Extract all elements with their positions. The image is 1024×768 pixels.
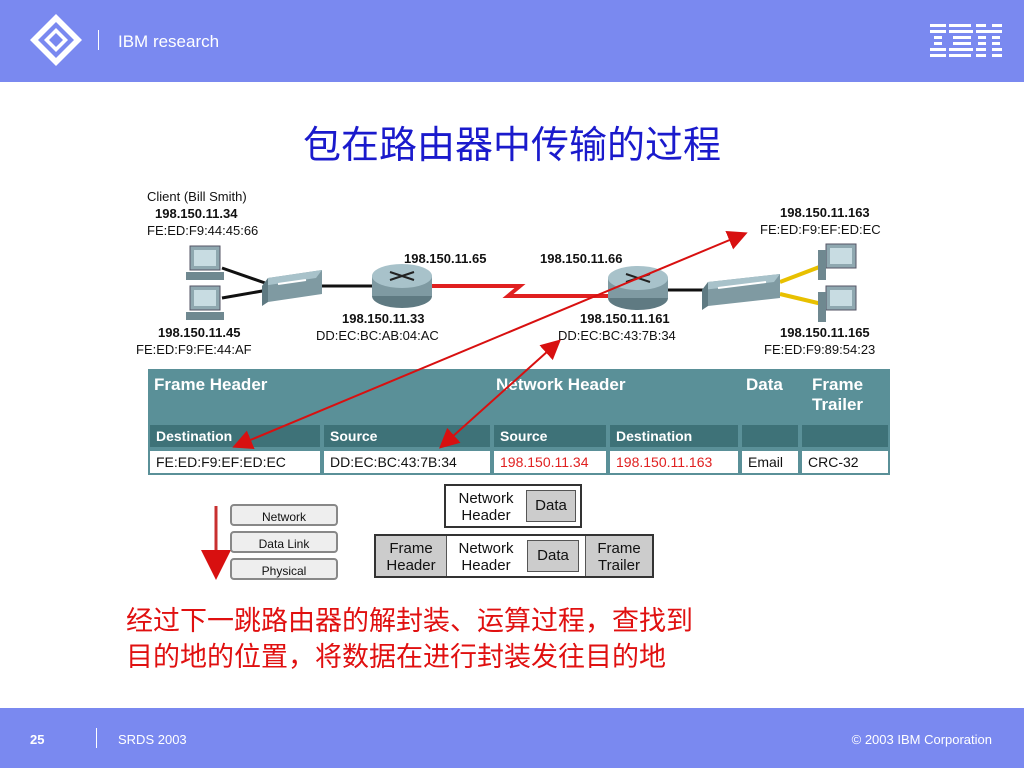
header-divider (98, 30, 99, 50)
frame-header-cell: Frame Header (386, 540, 436, 574)
frame-box: Frame Header Network Header Data Frame T… (374, 534, 654, 578)
description-line1: 经过下一跳路由器的解封装、运算过程，查找到 (126, 606, 693, 637)
packet-network-header: Network Header (458, 490, 514, 524)
pc4-label: 198.150.11.165 FE:ED:F9:89:54:23 (764, 324, 875, 358)
header-label: IBM research (118, 32, 220, 51)
packet-data: Data (526, 490, 576, 522)
client-mac: FE:ED:F9:44:45:66 (147, 223, 259, 238)
conference-label: SRDS 2003 (118, 732, 187, 747)
pc4-mac: FE:ED:F9:89:54:23 (764, 342, 876, 357)
header-bar: IBM research (0, 0, 1024, 82)
pc4-ip: 198.150.11.165 (780, 325, 870, 340)
data-heading: Data (746, 375, 783, 394)
cell-trailer: CRC-32 (802, 451, 888, 473)
frame-trailer-heading-line2: Trailer (812, 395, 864, 414)
client-name: Client (Bill Smith) (147, 189, 247, 204)
ibm-research-logo-icon (30, 14, 82, 66)
layer-datalink: Data Link (230, 531, 338, 553)
page-number: 25 (30, 732, 45, 747)
slide-title: 包在路由器中传输的过程 (302, 123, 721, 167)
layer-network: Network (230, 504, 338, 526)
packet-box: Network Header Data (444, 484, 582, 528)
arrow-dest-mac-icon (232, 230, 748, 450)
dest-mac: FE:ED:F9:EF:ED:EC (760, 222, 881, 237)
cell-dest-ip: 198.150.11.163 (610, 451, 738, 473)
pc2-ip: 198.150.11.45 (158, 325, 241, 340)
copyright-label: © 2003 IBM Corporation (851, 732, 992, 747)
layer-physical: Physical (230, 558, 338, 580)
description-text: 经过下一跳路由器的解封装、运算过程，查找到 目的地的位置，将数据在进行封装发往目… (126, 604, 886, 676)
pc2-mac: FE:ED:F9:FE:44:AF (136, 342, 252, 357)
cell-dest-mac: FE:ED:F9:EF:ED:EC (150, 451, 320, 473)
pc-destination-icon (818, 243, 857, 280)
frame-packet-region: Network Header Data (446, 536, 586, 576)
frame-trailer-heading-line1: Frame (812, 375, 864, 394)
footer-divider (96, 728, 97, 748)
pc-client-icon (186, 245, 224, 280)
cell-src-mac: DD:EC:BC:43:7B:34 (324, 451, 490, 473)
client-ip: 198.150.11.34 (155, 206, 238, 221)
footer-bar: 25 SRDS 2003 © 2003 IBM Corporation (0, 708, 1024, 768)
frame-trailer-cell: Frame Trailer (597, 540, 641, 574)
cell-src-ip: 198.150.11.34 (494, 451, 606, 473)
col-trailer (802, 425, 888, 447)
pc2-label: 198.150.11.45 FE:ED:F9:FE:44:AF (136, 324, 252, 358)
dest-ip: 198.150.11.163 (780, 205, 870, 220)
col-data (742, 425, 798, 447)
pc-2-icon (186, 285, 224, 320)
description-line2: 目的地的位置，将数据在进行封装发往目的地 (126, 642, 666, 673)
frame-data: Data (527, 540, 579, 572)
client-label: Client (Bill Smith) 198.150.11.34 FE:ED:… (147, 188, 258, 239)
ibm-logo-icon (930, 24, 1002, 57)
arrow-src-mac-icon (439, 339, 561, 449)
dest-label: 198.150.11.163 FE:ED:F9:EF:ED:EC (760, 204, 881, 238)
frame-trailer-heading: Frame Trailer (812, 375, 863, 415)
pc-4-icon (818, 285, 857, 322)
frame-network-header: Network Header (458, 540, 514, 574)
cell-data: Email (742, 451, 798, 473)
